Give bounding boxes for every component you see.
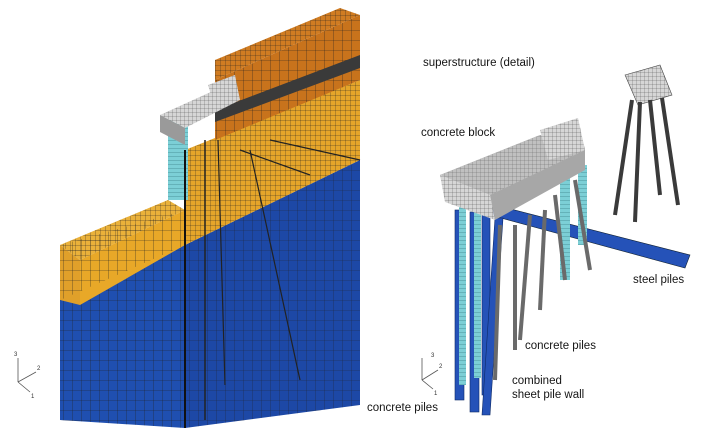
axis-label-2: 2 [439,364,443,370]
label-combined-wall-line1: combined [512,375,562,387]
label-concrete-piles-upper: concrete piles [525,340,596,352]
axis-triad-right: 3 2 1 [421,353,443,397]
raked-concrete-piles [493,179,592,381]
axis-triad-left: 3 2 1 [14,352,41,400]
model-concrete-block [160,75,240,145]
combined-sheet-pile-wall [459,165,587,385]
label-combined-wall-line2: sheet pile wall [512,389,585,401]
axis-label-3: 3 [431,353,435,359]
label-concrete-piles-lower: concrete piles [367,402,438,414]
full-model: 3 2 1 [14,8,361,428]
superstructure-detail: 3 2 1 [421,64,691,416]
label-steel-piles: steel piles [633,274,685,286]
soil-layer-middle [60,80,360,305]
concrete-block [440,118,585,220]
label-superstructure: superstructure (detail) [423,57,535,69]
soil-layer-upper [215,8,360,140]
steel-pile-trestle [613,64,680,223]
axis-label-1: 1 [31,394,35,400]
label-concrete-block: concrete block [421,127,496,139]
axis-label-1: 1 [434,391,438,397]
axis-label-3: 3 [14,352,18,358]
axis-label-2: 2 [37,366,41,372]
